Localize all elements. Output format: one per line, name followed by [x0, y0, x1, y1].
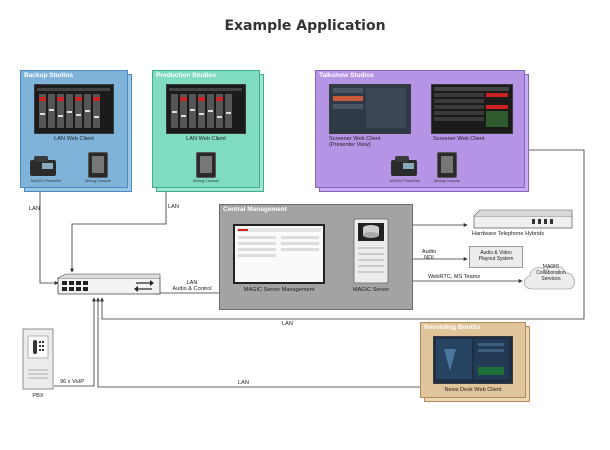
cloud-label: MAGIC Collaboration Services	[536, 264, 566, 282]
lan-web-client-label: LAN Web Client	[54, 136, 94, 142]
panel-title: Backup Studios	[24, 72, 74, 79]
server-management-label: MAGIC Server Management	[243, 287, 315, 293]
screener-ui	[333, 88, 406, 128]
panel-talkshow-studios: Talkshow Studios Screener Web Client (Pr…	[315, 70, 529, 192]
phone-icon	[391, 156, 417, 176]
link-talkshow-switch	[100, 149, 585, 320]
fader-ui	[169, 88, 242, 128]
console-screen	[34, 84, 114, 134]
panel-title: Central Management	[223, 206, 287, 213]
screener-label: Screener Web Client	[433, 136, 485, 142]
hybrids-label: Hardware Telephone Hybrids	[472, 231, 545, 237]
link-pbx-switch	[54, 297, 96, 387]
lan-web-client-label: LAN Web Client	[186, 136, 226, 142]
panel-backup-studios: Backup Studios LAN Web Client MAGIC Phon…	[20, 70, 132, 192]
link-production-switch	[70, 191, 167, 273]
mixing-console-label: Mixing Console	[85, 179, 111, 183]
mixing-console-icon	[437, 152, 457, 178]
management-ui	[237, 228, 321, 257]
server-management-screen	[233, 224, 325, 284]
screener-presenter-label: Screener Web Client (Presenter View)	[329, 136, 381, 149]
cloud-icon	[523, 265, 575, 290]
panel-title: Recording Booths	[424, 324, 481, 331]
screener-presenter-screen	[329, 84, 411, 134]
mixing-console-icon	[88, 152, 108, 178]
screener-ui	[434, 87, 509, 127]
playout-label: Audio & Video Playout System	[478, 250, 514, 262]
mixing-console-label: Mixing Console	[193, 179, 219, 183]
screener-screen	[431, 84, 513, 134]
link-backup-switch	[39, 191, 59, 285]
phone-icon	[30, 156, 56, 176]
diagram-title: Example Application	[224, 18, 386, 34]
fader-ui	[37, 88, 110, 128]
panel-production-studios: Production Studios LAN Web Client Mixing…	[152, 70, 264, 192]
link-label-lan-backup: LAN	[29, 206, 40, 212]
link-label-webrtc: WebRTC, MS Teams	[428, 274, 481, 280]
panel-recording-booths: Recording Booths News Desk Web Client	[420, 322, 530, 402]
server-label: MAGIC Server	[352, 287, 390, 293]
link-label-lan-central: LAN Audio & Control	[172, 280, 212, 293]
mixing-console-icon	[196, 152, 216, 178]
news-desk-screen	[433, 336, 513, 384]
news-desk-ui	[436, 339, 509, 379]
link-label-lan-recording: LAN	[238, 380, 249, 386]
pbx-icon	[22, 328, 54, 390]
hybrid-rack-icon	[473, 209, 573, 229]
phoneset-label: MAGIC PhoneSet	[389, 179, 421, 183]
playout-system-box: Audio & Video Playout System	[469, 246, 523, 268]
panel-title: Talkshow Studios	[319, 72, 374, 79]
network-switch-icon	[57, 273, 161, 295]
link-label-lan-talkshow: LAN	[282, 321, 293, 327]
link-label-voip: 96 x VoIP	[60, 379, 84, 385]
link-label-lan-production: LAN	[168, 204, 179, 210]
pbx-label: PBX	[32, 393, 44, 399]
mixing-console-label: Mixing Console	[434, 179, 460, 183]
phoneset-label: MAGIC PhoneSet	[30, 179, 62, 183]
link-label-audio-ndi: Audio NDI	[421, 249, 437, 262]
news-desk-label: News Desk Web Client	[444, 387, 502, 393]
link-recording-switch	[96, 297, 420, 388]
panel-title: Production Studios	[156, 72, 216, 79]
console-screen	[166, 84, 246, 134]
panel-central-management: Central Management MAGIC Server Manageme…	[219, 204, 413, 310]
server-icon	[353, 218, 389, 284]
